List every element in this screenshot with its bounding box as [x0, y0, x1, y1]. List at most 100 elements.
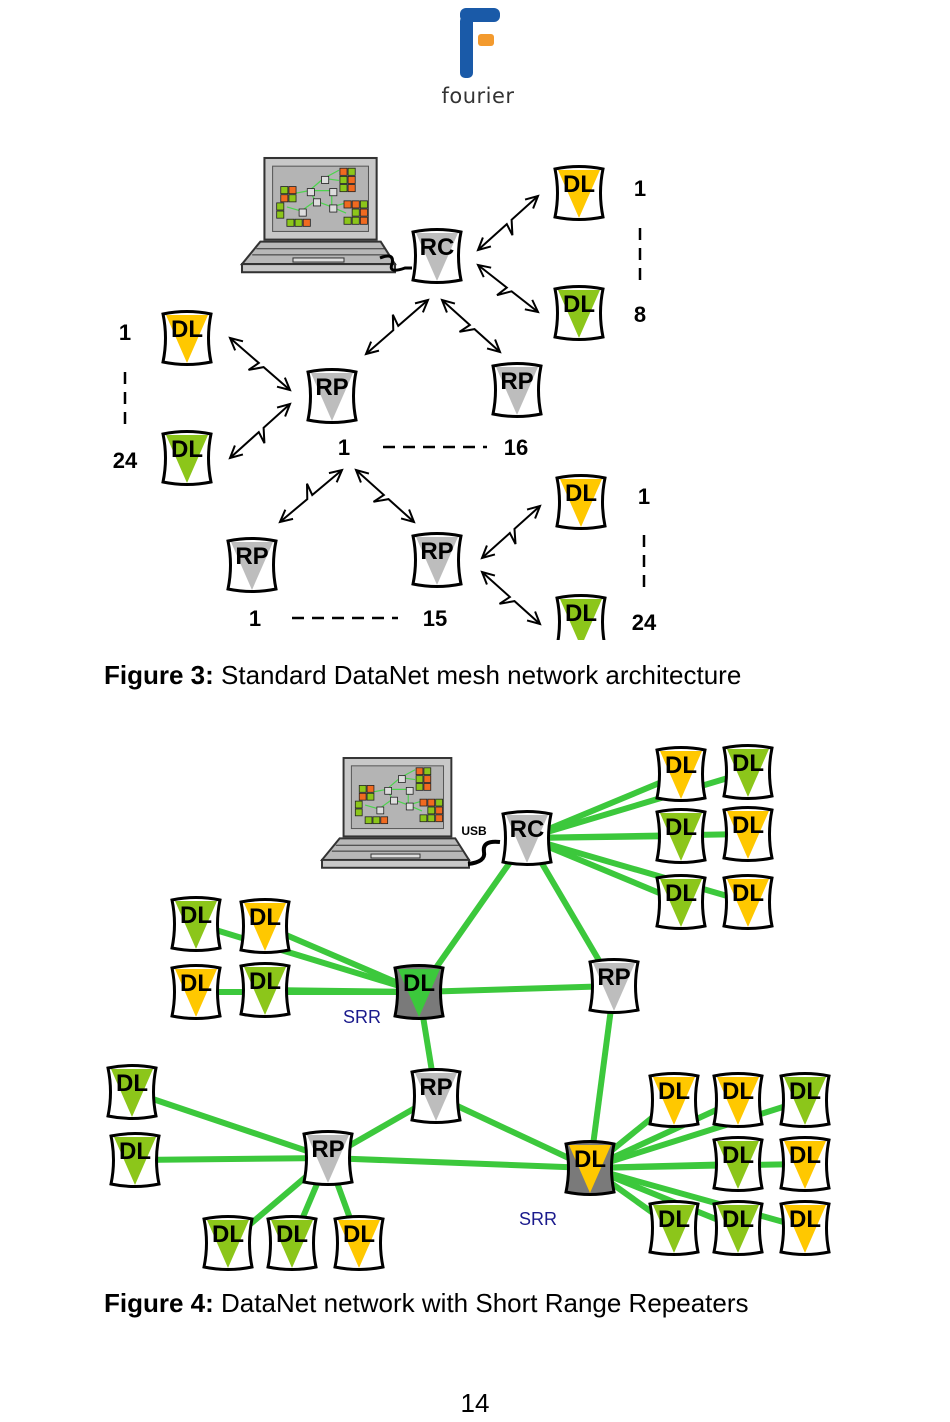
laptop-icon — [319, 757, 471, 869]
node-bb2: DL — [266, 1215, 318, 1271]
node-rp-right: RP — [588, 958, 640, 1014]
node-ml3: DL — [170, 964, 222, 1020]
number-label: 24 — [113, 448, 138, 473]
node-triangle — [727, 811, 769, 859]
wireless-link-arrow — [476, 194, 540, 252]
number-label: 8 — [634, 302, 646, 327]
node-label: DL — [789, 1142, 821, 1169]
node-triangle — [244, 967, 286, 1015]
node-dl-br-24: DL — [555, 594, 607, 640]
node-triangle — [784, 1205, 826, 1253]
node-label: DL — [180, 970, 212, 997]
node-label: DL — [180, 902, 212, 929]
node-tr3: DL — [655, 808, 707, 864]
logo-mark-icon — [460, 8, 500, 78]
node-triangle — [727, 749, 769, 797]
node-triangle — [558, 170, 600, 218]
node-label: DL — [789, 1078, 821, 1105]
node-triangle — [231, 542, 273, 590]
node-triangle — [727, 879, 769, 927]
node-ml1: DL — [170, 896, 222, 952]
node-dl-left-24: DL — [161, 430, 213, 486]
node-label: RC — [510, 816, 545, 843]
node-label: DL — [249, 904, 281, 931]
page-number: 14 — [460, 1388, 490, 1418]
number-label: 1 — [638, 484, 650, 509]
wireless-link-arrow — [354, 468, 416, 524]
node-tr2: DL — [722, 744, 774, 800]
node-triangle — [717, 1205, 759, 1253]
wireless-link-arrow — [364, 298, 430, 356]
node-triangle — [111, 1069, 153, 1117]
wireless-link-arrow — [476, 263, 540, 314]
node-label: RP — [420, 538, 453, 565]
node-label: DL — [119, 1138, 151, 1165]
node-triangle — [717, 1141, 759, 1189]
wireless-link-arrow — [480, 570, 542, 626]
caption-text: DataNet network with Short Range Repeate… — [213, 1288, 749, 1318]
node-rp-left: RP — [302, 1130, 354, 1186]
wireless-link-arrow — [480, 504, 542, 560]
node-label: RP — [419, 1074, 452, 1101]
link-rp-mid-srr2 — [434, 1093, 592, 1171]
link-rc-tr2 — [526, 769, 749, 841]
node-triangle — [560, 599, 602, 640]
node-label: RP — [500, 368, 533, 395]
node-label: DL — [722, 1078, 754, 1105]
node-srr2: DL — [564, 1140, 616, 1196]
node-triangle — [784, 1077, 826, 1125]
figure-3-caption: Figure 3: Standard DataNet mesh network … — [104, 660, 741, 691]
node-triangle — [653, 1205, 695, 1253]
node-label: DL — [249, 968, 281, 995]
node-label: DL — [565, 480, 597, 507]
node-br4: DL — [712, 1136, 764, 1192]
node-label: DL — [732, 750, 764, 777]
node-rp-16: RP — [491, 362, 543, 418]
node-br7: DL — [712, 1200, 764, 1256]
link-rp-left-bl2 — [134, 1155, 329, 1163]
number-label: 16 — [504, 435, 528, 460]
node-triangle — [207, 1220, 249, 1268]
node-label: DL — [722, 1206, 754, 1233]
cable — [379, 254, 412, 272]
figure-4-caption: Figure 4: DataNet network with Short Ran… — [104, 1288, 749, 1319]
node-bl1: DL — [106, 1064, 158, 1120]
link-rc-tr6 — [526, 835, 749, 905]
node-label: DL — [343, 1221, 375, 1248]
node-dl-top-8: DL — [553, 285, 605, 341]
node-label: DL — [665, 752, 697, 779]
node-triangle — [175, 969, 217, 1017]
node-label: DL — [403, 970, 435, 997]
node-label: RP — [235, 543, 268, 570]
node-label: DL — [116, 1070, 148, 1097]
caption-label: Figure 3: — [104, 660, 214, 690]
node-triangle — [496, 367, 538, 415]
node-triangle — [784, 1141, 826, 1189]
node-br3: DL — [779, 1072, 831, 1128]
fourier-logo: fourier — [438, 4, 518, 108]
node-label: DL — [171, 436, 203, 463]
node-triangle — [244, 903, 286, 951]
node-label: DL — [732, 812, 764, 839]
node-triangle — [166, 315, 208, 363]
link-srr1-ml2 — [263, 923, 421, 995]
node-label: DL — [665, 814, 697, 841]
number-label: 1 — [249, 606, 261, 631]
node-triangle — [506, 815, 548, 863]
node-tr6: DL — [722, 874, 774, 930]
node-triangle — [560, 479, 602, 527]
node-label: RC — [420, 234, 455, 261]
node-triangle — [398, 969, 440, 1017]
node-label: DL — [665, 880, 697, 907]
node-dl-br-1: DL — [555, 474, 607, 530]
link-srr2-br3 — [589, 1097, 806, 1171]
node-bb3: DL — [333, 1215, 385, 1271]
node-triangle — [307, 1135, 349, 1183]
node-br6: DL — [648, 1200, 700, 1256]
node-label: DL — [658, 1206, 690, 1233]
link-srr1-ml4 — [264, 987, 420, 995]
node-label: DL — [565, 600, 597, 627]
node-label: DL — [212, 1221, 244, 1248]
link-rc-tr4 — [526, 831, 749, 841]
node-triangle — [593, 963, 635, 1011]
